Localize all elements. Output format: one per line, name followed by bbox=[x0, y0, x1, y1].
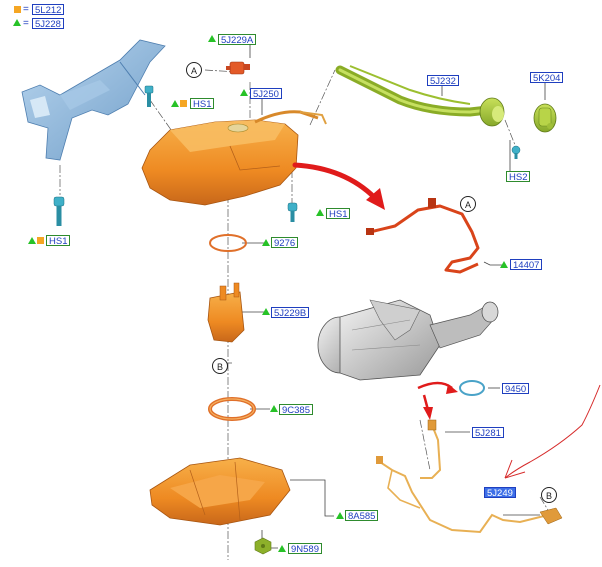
tri-icon-9N589 bbox=[278, 545, 286, 552]
legend-code-5J228: 5J228 bbox=[32, 18, 64, 30]
bolt-hs2 bbox=[511, 145, 521, 159]
red-hand-drawn-arrow bbox=[504, 384, 601, 479]
red-arrow-to-gasket bbox=[417, 381, 458, 394]
lock-ring-9C385 bbox=[208, 397, 256, 421]
o-ring-9276 bbox=[209, 234, 247, 252]
label-hs2: HS2 bbox=[506, 171, 531, 183]
fuel-cap-5K204 bbox=[533, 103, 557, 133]
nut-9N589 bbox=[254, 537, 272, 555]
tri-icon-hs1-left bbox=[28, 237, 36, 244]
callout-a-pipe: A bbox=[460, 196, 476, 212]
label-5J281: 5J281 bbox=[472, 427, 504, 439]
valve-5J229A bbox=[226, 61, 250, 75]
fuel-pump-5J229B bbox=[207, 282, 245, 343]
tri-icon-14407 bbox=[500, 261, 508, 268]
legend-triangle-icon bbox=[13, 19, 21, 26]
sq-icon-hs1-left bbox=[37, 237, 44, 244]
red-arrow-tank-to-pipe bbox=[292, 162, 385, 210]
catalytic-converter bbox=[317, 299, 499, 381]
bolt-hs1-left bbox=[53, 196, 65, 226]
callout-a-top: A bbox=[186, 62, 202, 78]
label-9N589: 9N589 bbox=[288, 543, 322, 555]
label-5K204: 5K204 bbox=[530, 72, 564, 84]
tri-icon-hs1-top bbox=[171, 100, 179, 107]
filler-pipe-5J232 bbox=[335, 65, 505, 127]
label-14407: 14407 bbox=[510, 259, 543, 271]
tri-icon-9C385 bbox=[270, 405, 278, 412]
sensor-5J281 bbox=[420, 419, 442, 479]
label-5J229A: 5J229A bbox=[218, 34, 257, 46]
label-5J229B: 5J229B bbox=[271, 307, 310, 319]
sq-icon-hs1-top bbox=[180, 100, 187, 107]
label-9276: 9276 bbox=[271, 237, 299, 249]
legend-eq-2: = bbox=[23, 18, 29, 29]
tri-icon-hs1-mid bbox=[316, 209, 324, 216]
label-hs1-mid: HS1 bbox=[326, 208, 351, 220]
label-9C385: 9C385 bbox=[279, 404, 313, 416]
tri-icon-8A585 bbox=[336, 512, 344, 519]
fuel-tank bbox=[141, 110, 327, 206]
label-9450: 9450 bbox=[502, 383, 530, 395]
harness-5J249 bbox=[376, 456, 563, 534]
label-hs1-top: HS1 bbox=[190, 98, 215, 110]
shield-8A585 bbox=[149, 457, 291, 526]
label-5J250: 5J250 bbox=[250, 88, 282, 100]
gasket-9450 bbox=[459, 380, 485, 396]
callout-b-pump: B bbox=[212, 358, 228, 374]
label-hs1-left: HS1 bbox=[46, 235, 71, 247]
tri-icon-5J250 bbox=[240, 89, 248, 96]
pipe-14407 bbox=[366, 198, 480, 274]
tri-icon-5J229A bbox=[208, 35, 216, 42]
label-8A585: 8A585 bbox=[345, 510, 379, 522]
callout-b-harness: B bbox=[541, 487, 557, 503]
legend-code-5L212: 5L212 bbox=[32, 4, 65, 16]
bolt-hs1-top bbox=[144, 85, 154, 107]
label-5J249: 5J249 bbox=[484, 487, 516, 499]
legend-eq-1: = bbox=[23, 4, 29, 15]
red-arrow-to-sensor bbox=[422, 394, 433, 420]
tri-icon-5J229B bbox=[262, 308, 270, 315]
bracket-5L212 bbox=[21, 39, 166, 161]
tri-icon-9276 bbox=[262, 239, 270, 246]
legend-square-icon bbox=[14, 6, 21, 13]
bolt-hs1-mid bbox=[287, 202, 298, 222]
label-5J232: 5J232 bbox=[427, 75, 459, 87]
